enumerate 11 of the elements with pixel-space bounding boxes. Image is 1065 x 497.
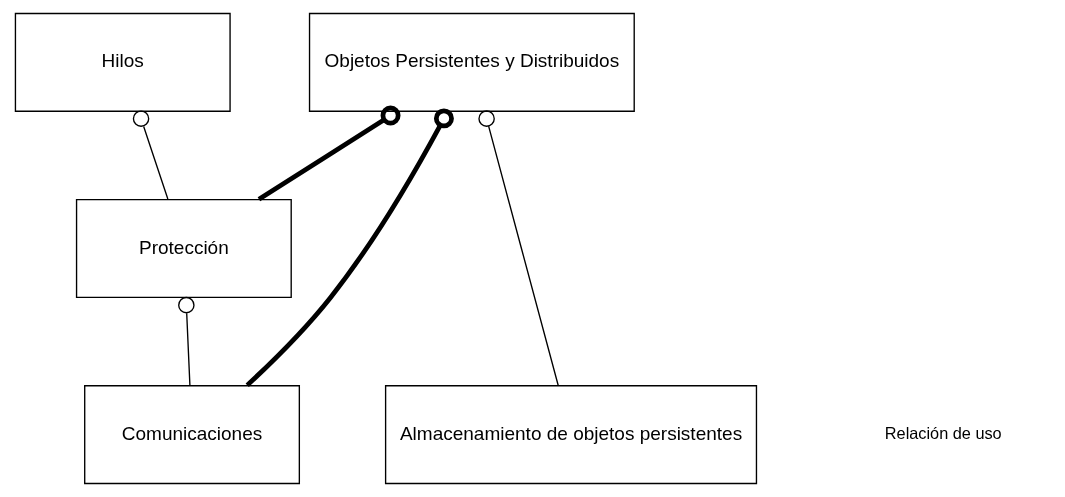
connector bbox=[477, 110, 559, 386]
connector bbox=[257, 105, 401, 202]
node-box: Hilos bbox=[14, 12, 231, 112]
node-box: Protección bbox=[75, 198, 292, 299]
node-box: Objetos Persistentes y Distribuidos bbox=[308, 12, 635, 112]
connector bbox=[132, 110, 169, 200]
node-box: Comunicaciones bbox=[83, 385, 300, 485]
node-box: Almacenamiento de objetos persistentes bbox=[384, 385, 757, 485]
legend-label: Relación de uso bbox=[884, 423, 1002, 442]
connector bbox=[177, 296, 195, 386]
connector bbox=[245, 108, 454, 387]
